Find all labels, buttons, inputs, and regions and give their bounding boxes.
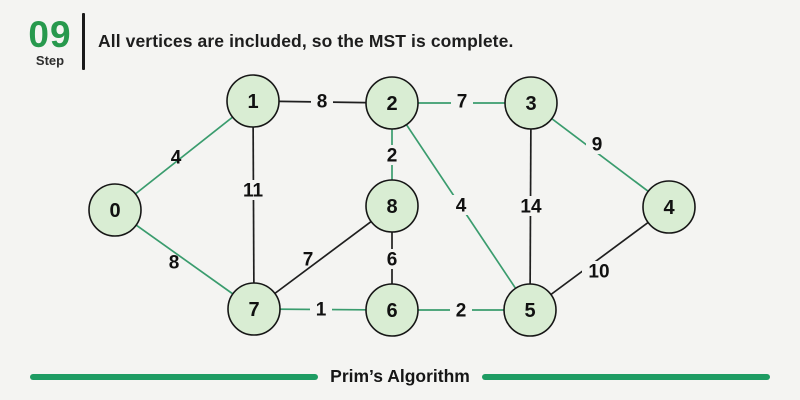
graph-node-label: 3	[525, 93, 536, 115]
edge-label-gap	[451, 91, 473, 111]
edge-label-gap	[586, 134, 608, 154]
graph-node-label: 8	[386, 196, 397, 218]
graph-node-2	[365, 76, 419, 130]
edge-label-gap	[381, 145, 403, 165]
graph-node-label: 2	[386, 93, 397, 115]
graph-edge-0-1	[114, 100, 254, 211]
footer: Prim’s Algorithm	[0, 366, 800, 387]
graph-node-5	[503, 283, 557, 337]
edge-weight-label: 1	[316, 300, 327, 321]
edge-weight-label: 14	[520, 197, 542, 218]
graph-edge-0-7	[114, 209, 255, 310]
edge-weight-label: 6	[387, 250, 398, 271]
graph-node-label: 0	[109, 200, 120, 222]
graph-edge-1-7	[252, 100, 255, 310]
edge-label-gap	[310, 299, 332, 319]
vertical-divider	[82, 13, 85, 70]
graph-node-label: 5	[524, 300, 535, 322]
step-label: Step	[35, 52, 65, 68]
edge-label-gap	[381, 249, 403, 269]
edge-label-gap	[450, 300, 472, 320]
graph-node-label: 7	[248, 299, 259, 321]
graph-node-1	[226, 74, 280, 128]
edge-label-gap	[311, 91, 333, 111]
edge-weight-label: 2	[456, 301, 467, 322]
graph-edge-7-8	[253, 205, 393, 310]
header: 09 Step All vertices are included, so th…	[24, 13, 513, 70]
edge-label-gap	[582, 261, 616, 281]
edge-label-gap	[450, 195, 472, 215]
edge-label-gap	[236, 180, 270, 200]
step-indicator: 09 Step	[24, 16, 76, 68]
graph-node-label: 6	[386, 300, 397, 322]
graph-node-0	[88, 183, 142, 237]
graph-node-3	[504, 76, 558, 130]
graph-node-6	[365, 283, 419, 337]
edge-weight-label: 7	[457, 92, 468, 113]
graph-node-label: 4	[663, 197, 675, 219]
algorithm-title: Prim’s Algorithm	[330, 366, 470, 386]
graph-edge-3-4	[530, 102, 670, 208]
edge-weight-label: 2	[387, 146, 398, 167]
graph-node-label: 1	[247, 91, 258, 113]
footer-line-left	[30, 373, 319, 380]
edge-weight-label: 10	[588, 262, 609, 283]
edge-label-gap	[514, 196, 548, 216]
edge-weight-label: 8	[317, 92, 328, 113]
step-number: 09	[28, 13, 72, 55]
edge-weight-label: 9	[592, 135, 603, 156]
edge-weight-label: 8	[169, 253, 180, 274]
edge-weight-label: 7	[303, 250, 314, 271]
graph-node-4	[642, 180, 696, 234]
footer-line-right	[481, 373, 771, 380]
graph-edge-5-4	[529, 206, 670, 311]
graph-node-8	[365, 179, 419, 233]
edge-weight-label: 4	[171, 148, 182, 169]
graph-node-7	[227, 282, 281, 336]
edge-weight-label: 4	[456, 196, 467, 217]
edge-weight-label: 11	[243, 181, 264, 202]
step-description: All vertices are included, so the MST is…	[98, 31, 514, 51]
